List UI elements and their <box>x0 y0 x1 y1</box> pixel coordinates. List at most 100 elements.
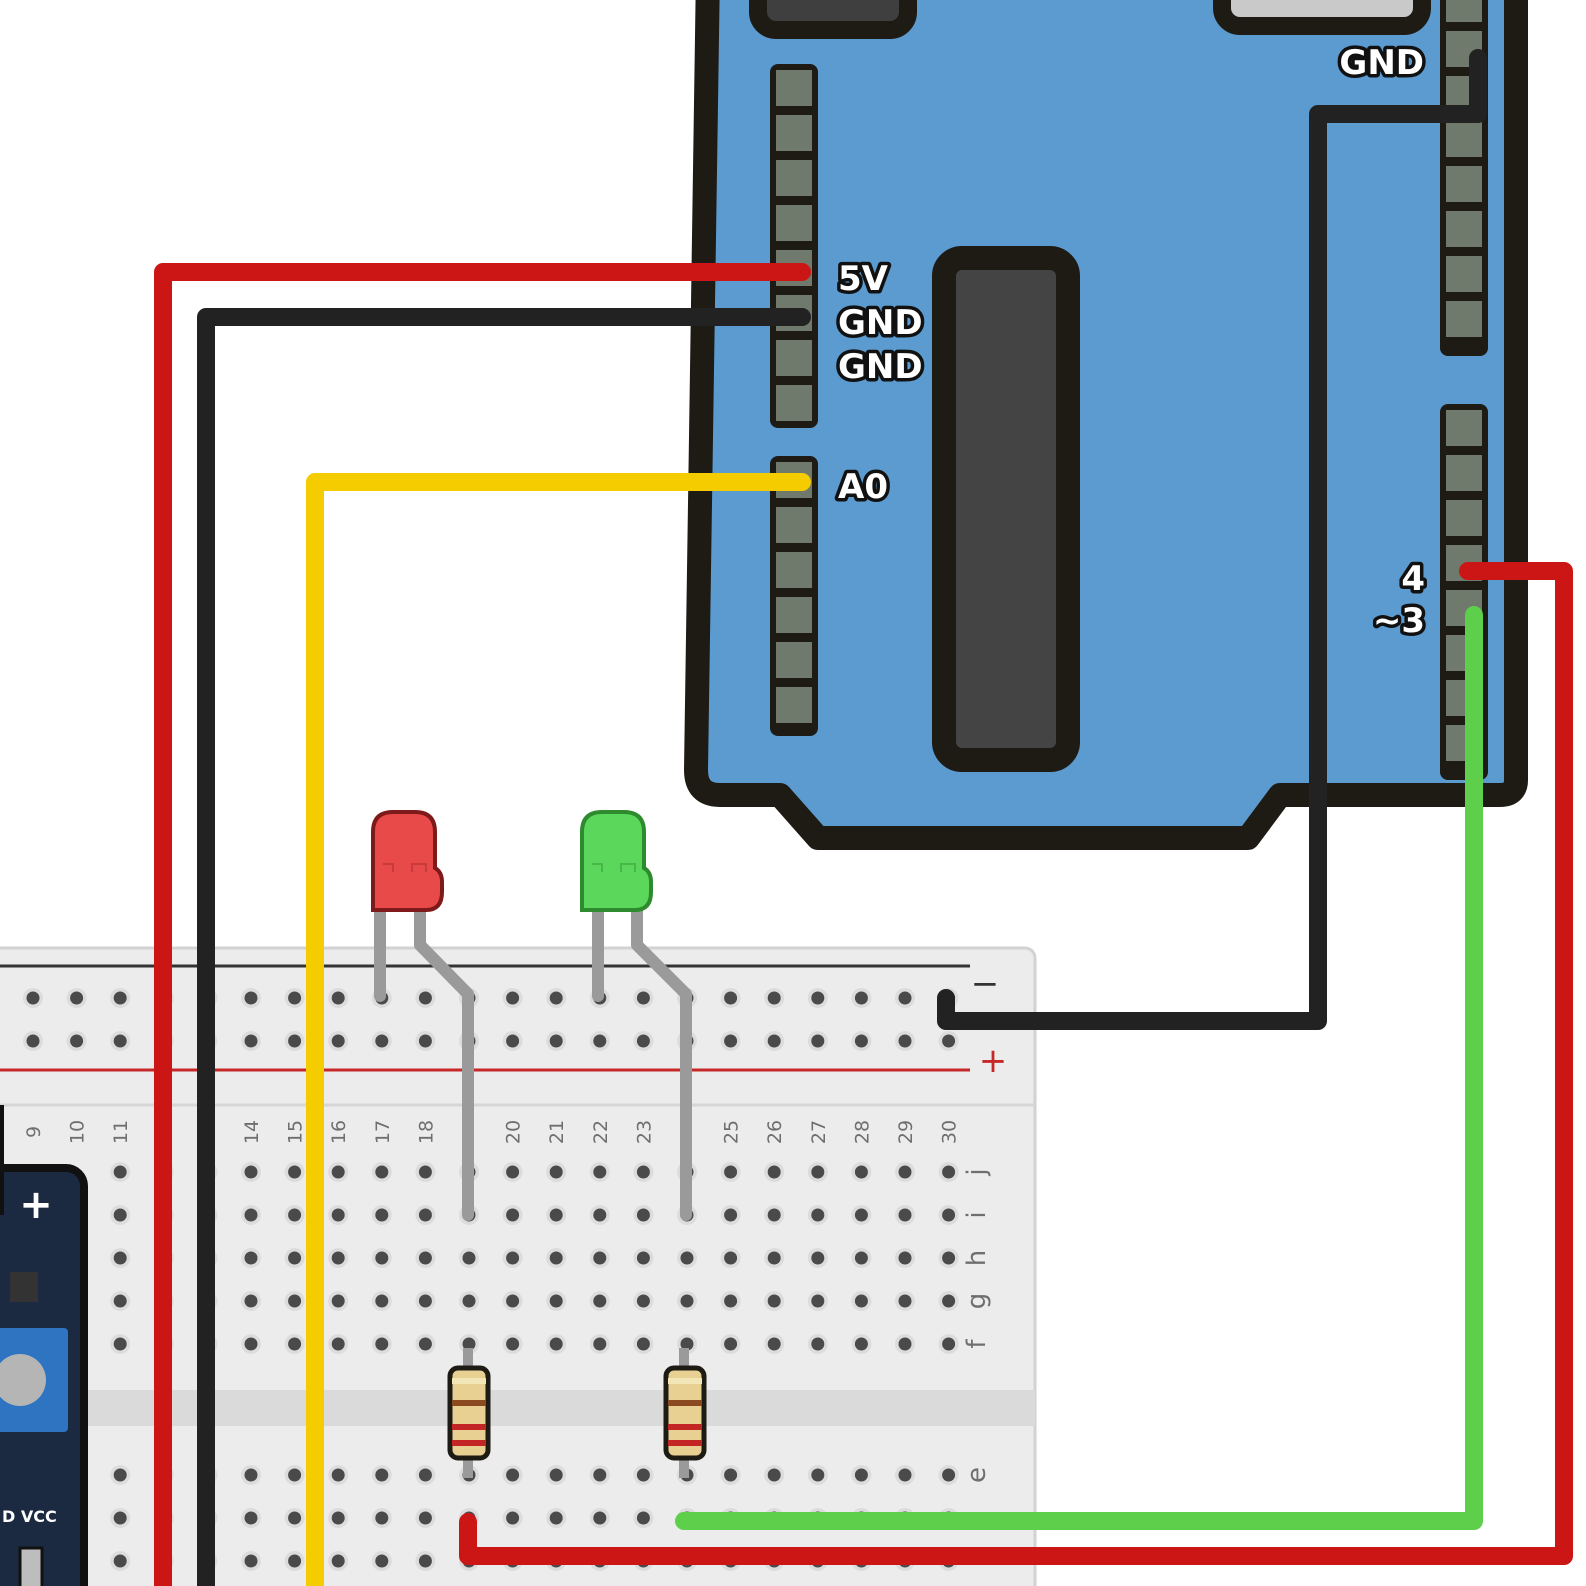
resistor-1 <box>447 1348 491 1478</box>
breadboard-hole <box>241 1031 261 1051</box>
breadboard-hole <box>284 1205 305 1225</box>
column-number: 26 <box>764 1120 786 1144</box>
power-jack <box>1213 0 1431 35</box>
breadboard-hole <box>720 1031 741 1051</box>
breadboard-hole <box>546 1334 567 1354</box>
breadboard-hole <box>415 1162 436 1182</box>
header-pin <box>1446 211 1482 247</box>
wire-gnd-black-right <box>937 49 1487 1030</box>
breadboard-hole <box>851 1205 872 1225</box>
breadboard-hole <box>895 1334 915 1354</box>
breadboard-hole <box>23 988 43 1008</box>
breadboard-hole <box>720 1291 741 1311</box>
breadboard-body <box>0 946 1037 1586</box>
breadboard-hole <box>502 1162 523 1182</box>
row-letter-j: j <box>962 1168 992 1176</box>
breadboard-hole <box>589 1291 610 1311</box>
breadboard-hole <box>589 1465 610 1485</box>
red-led <box>371 810 474 1221</box>
breadboard-hole <box>677 1291 697 1311</box>
breadboard-hole <box>66 988 87 1008</box>
breadboard-hole <box>459 1291 479 1311</box>
column-number: 28 <box>851 1120 873 1144</box>
breadboard-hole <box>589 1248 610 1268</box>
header-pin <box>776 205 812 241</box>
column-number: 9 <box>23 1126 45 1138</box>
wires <box>154 49 1573 1586</box>
resistor-1-band-a <box>452 1378 486 1384</box>
breadboard-hole <box>415 1551 436 1571</box>
breadboard-hole <box>328 1248 349 1268</box>
column-number: 18 <box>415 1120 437 1144</box>
header-pin <box>1446 121 1482 157</box>
header-pin <box>776 340 812 376</box>
breadboard-hole <box>851 988 872 1008</box>
breadboard-hole <box>110 1465 131 1485</box>
breadboard-hole <box>415 1334 436 1354</box>
header-pin <box>776 642 812 678</box>
pin-label-gnd-2: GND <box>838 347 923 387</box>
column-number: 14 <box>241 1120 263 1144</box>
sensor-module: + D VCC <box>0 1105 88 1586</box>
power-header <box>770 64 818 428</box>
resistor-2-band-b <box>668 1400 702 1406</box>
breadboard-hole <box>284 988 305 1008</box>
breadboard-hole <box>328 1162 349 1182</box>
row-letter-g: g <box>962 1293 992 1310</box>
wire-d4-red <box>459 562 1573 1565</box>
green-led-body <box>580 810 653 912</box>
breadboard-hole <box>328 1551 349 1571</box>
header-pin <box>1446 500 1482 536</box>
pin-label-gnd-1: GND <box>838 303 923 343</box>
header-pin <box>1446 256 1482 292</box>
breadboard-hole <box>66 1031 87 1051</box>
row-letter-e: e <box>962 1467 992 1483</box>
breadboard-hole <box>938 1465 959 1485</box>
breadboard-hole <box>546 1291 567 1311</box>
column-number: 25 <box>721 1120 743 1144</box>
breadboard-hole <box>633 1465 654 1485</box>
breadboard-hole <box>110 1248 131 1268</box>
breadboard-hole <box>633 1205 654 1225</box>
breadboard-hole <box>284 1334 305 1354</box>
resistor-2 <box>663 1348 707 1478</box>
breadboard-hole <box>589 1508 610 1528</box>
pin-label-gnd-top: GND <box>1339 43 1424 83</box>
sensor-smd-component <box>10 1272 38 1302</box>
resistor-1-band-c <box>452 1424 486 1430</box>
breadboard-hole <box>241 1551 261 1571</box>
breadboard-hole <box>23 1031 43 1051</box>
breadboard-hole <box>502 1465 523 1485</box>
column-number: 15 <box>285 1120 307 1144</box>
breadboard-hole <box>415 1031 436 1051</box>
breadboard-hole <box>459 1248 479 1268</box>
breadboard-hole <box>546 1508 567 1528</box>
breadboard-hole <box>895 1465 915 1485</box>
column-number: 22 <box>590 1120 612 1144</box>
breadboard-hole <box>633 1162 654 1182</box>
pin-label-d3: ~3 <box>1373 601 1425 641</box>
potentiometer-knob <box>0 1354 46 1406</box>
breadboard-hole <box>851 1334 872 1354</box>
red-led-die <box>383 863 427 872</box>
row-letter-i: i <box>962 1211 992 1218</box>
breadboard-hole <box>110 1508 131 1528</box>
breadboard-hole <box>851 1248 872 1268</box>
usb-connector <box>749 0 917 39</box>
breadboard-hole <box>807 988 828 1008</box>
breadboard-hole <box>284 1508 305 1528</box>
breadboard-hole <box>328 1508 349 1528</box>
breadboard-hole <box>720 1465 741 1485</box>
breadboard-hole <box>807 1205 828 1225</box>
breadboard-hole <box>764 1291 785 1311</box>
breadboard-hole <box>284 1291 305 1311</box>
breadboard-hole <box>546 988 567 1008</box>
wire-a0-yellow <box>306 473 811 1586</box>
breadboard-hole <box>328 1205 349 1225</box>
header-pin <box>776 115 812 151</box>
breadboard-hole <box>502 1205 523 1225</box>
column-number: 23 <box>633 1120 655 1144</box>
column-number: 21 <box>546 1120 568 1144</box>
breadboard-hole <box>415 1291 436 1311</box>
